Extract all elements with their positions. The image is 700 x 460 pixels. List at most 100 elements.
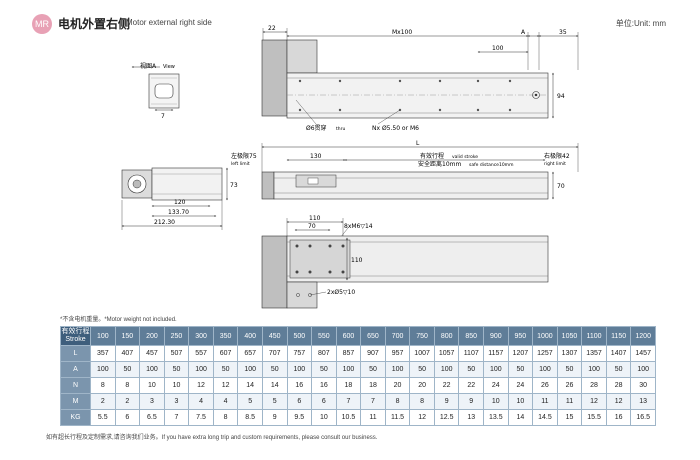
through-hole-callout-en: thru — [336, 126, 345, 132]
table-cell: 707 — [261, 345, 288, 362]
table-cell: 18 — [335, 377, 362, 394]
stroke-col-header: 650 — [360, 326, 386, 346]
table-cell: 11 — [556, 393, 583, 410]
table-cell: 50 — [507, 361, 534, 378]
table-cell: 1057 — [433, 345, 460, 362]
safe-distance-label: 安全距离10mm — [418, 160, 461, 168]
table-cell: 3 — [139, 393, 165, 410]
stroke-col-header: 1050 — [556, 326, 583, 346]
table-cell: 757 — [286, 345, 313, 362]
table-cell: 50 — [114, 361, 141, 378]
through-hole-callout: Ø6贯穿 — [306, 124, 327, 132]
table-cell: 10 — [163, 377, 190, 394]
table-cell: 11 — [532, 393, 558, 410]
technical-drawing: 视图A View 7 22 Mx100 100 A 35 — [121, 25, 579, 309]
table-cell: 13 — [458, 409, 484, 426]
table-cell: 20 — [384, 377, 411, 394]
dim-110-vertical: 110 — [351, 257, 363, 264]
table-cell: 4 — [212, 393, 239, 410]
table-cell: 50 — [311, 361, 337, 378]
table-cell: 16 — [286, 377, 313, 394]
stroke-col-header: 450 — [261, 326, 288, 346]
table-cell: 14 — [261, 377, 288, 394]
stroke-col-header: 1000 — [532, 326, 558, 346]
table-cell: 7 — [335, 393, 362, 410]
weight-note: *不含电机重量。*Motor weight not included. — [60, 317, 177, 323]
table-cell: 6 — [114, 409, 141, 426]
stroke-col-header: 550 — [311, 326, 337, 346]
table-cell: 12 — [212, 377, 239, 394]
dim-133-70: 133.70 — [168, 209, 189, 216]
table-cell: 14 — [237, 377, 263, 394]
stroke-col-header: 100 — [90, 326, 116, 346]
table-cell: 10 — [507, 393, 534, 410]
table-cell: 6 — [286, 393, 313, 410]
table-cell: 9 — [261, 409, 288, 426]
table-cell: 15.5 — [581, 409, 607, 426]
stroke-col-header: 1100 — [581, 326, 607, 346]
stroke-col-header: 950 — [507, 326, 534, 346]
stroke-col-header: 200 — [139, 326, 165, 346]
stroke-col-header: 400 — [237, 326, 263, 346]
table-cell: 1407 — [605, 345, 632, 362]
table-cell: 15 — [556, 409, 583, 426]
right-limit-label: 右极限42 — [544, 152, 570, 160]
safe-distance-label-en: safe distance10mm — [469, 162, 513, 168]
table-cell: 11 — [360, 409, 386, 426]
table-cell: 10 — [311, 409, 337, 426]
table-cell: 5 — [261, 393, 288, 410]
table-cell: 5.5 — [90, 409, 116, 426]
dim-l: L — [416, 140, 420, 147]
table-cell: 50 — [605, 361, 632, 378]
table-cell: 4 — [188, 393, 214, 410]
table-cell: 26 — [532, 377, 558, 394]
table-cell: 10.5 — [335, 409, 362, 426]
stroke-col-header: 300 — [188, 326, 214, 346]
table-cell: 8 — [114, 377, 141, 394]
table-cell: 8 — [384, 393, 411, 410]
table-cell: 16 — [311, 377, 337, 394]
page-title: 电机外置右侧 — [58, 17, 131, 31]
table-cell: 1307 — [556, 345, 583, 362]
row-label: KG — [60, 409, 91, 426]
table-cell: 100 — [286, 361, 313, 378]
table-cell: 9 — [458, 393, 484, 410]
left-limit-label-en: left limit — [231, 161, 250, 167]
table-cell: 607 — [212, 345, 239, 362]
page-subtitle: Motor external right side — [126, 18, 212, 27]
dim-110: 110 — [309, 215, 321, 222]
table-cell: 1207 — [507, 345, 534, 362]
motor-end-view-drawing: 73 120 133.70 212.30 — [121, 167, 238, 230]
table-cell: 100 — [139, 361, 165, 378]
table-cell: 1107 — [458, 345, 484, 362]
table-cell: 22 — [433, 377, 460, 394]
table-cell: 7.5 — [188, 409, 214, 426]
table-cell: 28 — [581, 377, 607, 394]
table-cell: 807 — [311, 345, 337, 362]
stroke-col-header: 500 — [286, 326, 313, 346]
table-cell: 22 — [458, 377, 484, 394]
table-cell: 10 — [139, 377, 165, 394]
table-cell: 20 — [409, 377, 435, 394]
stroke-col-header: 750 — [409, 326, 435, 346]
table-cell: 100 — [581, 361, 607, 378]
table-cell: 8 — [90, 377, 116, 394]
dim-a: A — [521, 29, 526, 36]
view-a-label: 视图A — [140, 62, 157, 70]
table-cell: 12 — [605, 393, 632, 410]
pin-hole-callout: 2xØ5▽10 — [327, 289, 355, 296]
table-cell: 100 — [433, 361, 460, 378]
dim-120: 120 — [174, 199, 186, 206]
stroke-col-header: 700 — [384, 326, 411, 346]
table-cell: 7 — [163, 409, 190, 426]
table-cell: 50 — [360, 361, 386, 378]
table-cell: 24 — [507, 377, 534, 394]
table-cell: 100 — [335, 361, 362, 378]
table-cell: 16.5 — [630, 409, 656, 426]
table-cell: 2 — [114, 393, 141, 410]
